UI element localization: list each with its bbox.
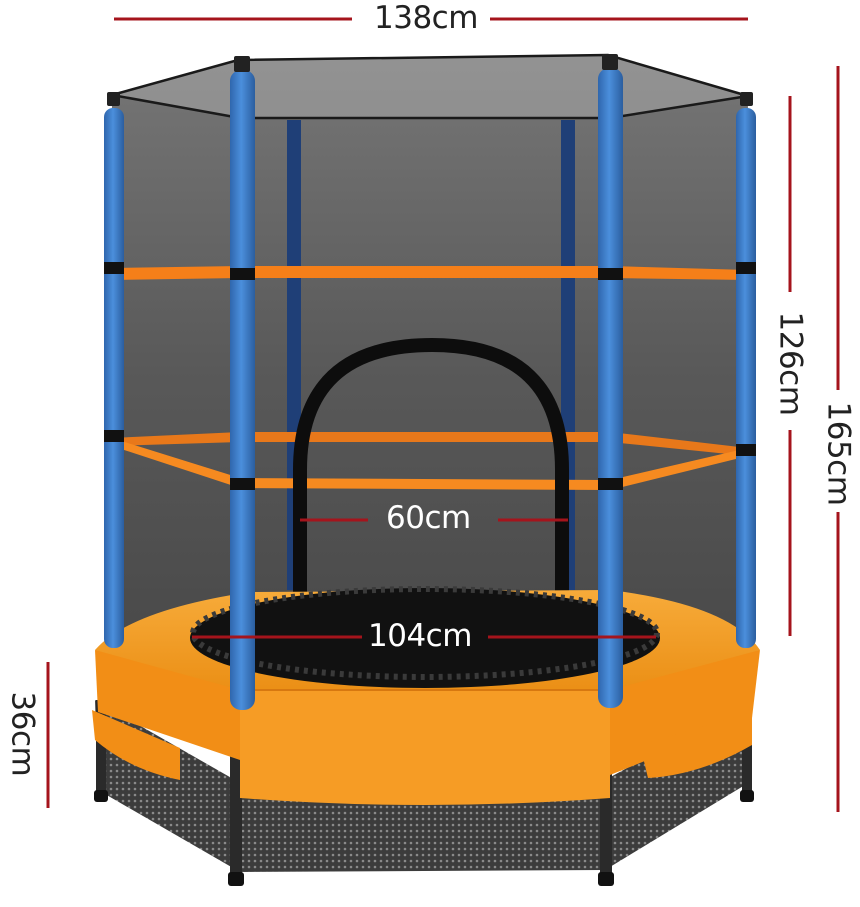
- leg-right: [742, 700, 752, 800]
- pole-strap: [736, 444, 756, 456]
- label-door-width: 60cm: [386, 500, 471, 536]
- leg-left: [96, 700, 106, 800]
- net-top-rim: [112, 55, 748, 118]
- dimension-lines: [46, 17, 840, 812]
- pole-cap: [740, 92, 753, 106]
- lower-band-back: [112, 432, 748, 456]
- label-total-height: 165cm: [820, 401, 857, 506]
- lower-band-front: [112, 438, 748, 490]
- door-arch: [293, 337, 569, 607]
- pad-flap-left: [92, 710, 180, 780]
- pole-strap: [230, 478, 255, 490]
- pole-strap: [598, 268, 623, 280]
- label-base-height: 36cm: [4, 691, 41, 777]
- pole-cap: [234, 56, 250, 72]
- jumping-mat: [190, 588, 660, 688]
- pole-foam-front-right: [598, 68, 623, 708]
- label-mat-diameter: 104cm: [368, 618, 472, 654]
- pole-foam-front-left: [230, 70, 255, 710]
- foot-cap: [598, 872, 614, 886]
- pad-flap-right: [640, 712, 752, 778]
- foot-cap: [94, 790, 108, 802]
- pole-foam-left-outer: [104, 108, 124, 648]
- pole-strap: [104, 262, 124, 274]
- mat-spring-ring: [190, 586, 660, 680]
- pole-strap: [598, 478, 623, 490]
- label-net-height: 126cm: [772, 311, 809, 416]
- pole-strap: [230, 268, 255, 280]
- label-top-width: 138cm: [374, 0, 478, 36]
- pole-strap: [104, 430, 124, 442]
- upper-band: [112, 266, 748, 280]
- safety-pad-front-center: [240, 690, 610, 805]
- pole-strap: [736, 262, 756, 274]
- pole-cap: [602, 54, 618, 70]
- pole-cap: [107, 92, 120, 106]
- foot-cap: [740, 790, 754, 802]
- foot-cap: [228, 872, 244, 886]
- pole-foam-right-outer: [736, 108, 756, 648]
- safety-pad-front-left: [95, 650, 240, 760]
